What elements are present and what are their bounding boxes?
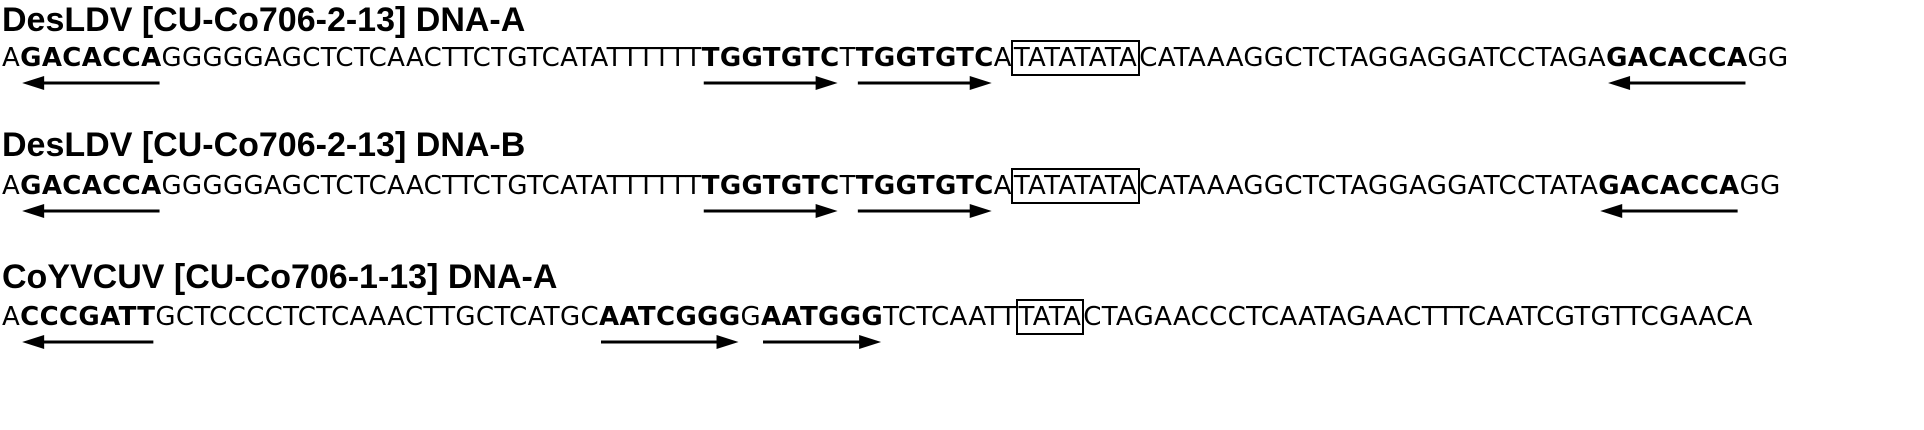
left-arrow-icon <box>22 335 154 349</box>
tata-box: TATA <box>1015 299 1085 335</box>
sequence-segment: A <box>2 171 21 201</box>
right-arrow-icon <box>763 335 882 349</box>
sequence-title-3: CoYVCUV [CU-Co706-1-13] DNA-A <box>2 258 558 296</box>
repeat-motif: AATGGG <box>761 302 884 332</box>
right-arrow-icon <box>703 76 838 90</box>
right-arrow-icon <box>857 204 992 218</box>
sequence-segment: G <box>740 302 762 332</box>
sequence-segment: CTAGAACCCTCAATAGAACTTTCAATCGTGTTCGAACA <box>1083 302 1753 332</box>
sequence-title-1: DesLDV [CU-Co706-2-13] DNA-A <box>2 1 526 39</box>
left-arrow-icon <box>22 76 160 90</box>
repeat-motif: GACACCA <box>20 171 162 201</box>
repeat-motif: TGGTGTC <box>855 171 994 201</box>
repeat-motif: GACACCA <box>1606 43 1748 73</box>
tata-box: TATATATA <box>1010 168 1141 204</box>
tata-box: TATATATA <box>1010 40 1141 76</box>
sequence-segment: GGGGGAGCTCTCAACTTCTGTCATATTTTTT <box>161 43 702 73</box>
sequence-segment: TCTCAATT <box>883 302 1017 332</box>
left-arrow-icon <box>1608 76 1746 90</box>
sequence-segment: GGGGGAGCTCTCAACTTCTGTCATATTTTTT <box>161 171 702 201</box>
sequence-segment: CATAAAGGCTCTAGGAGGATCCTAGA <box>1139 43 1607 73</box>
repeat-motif: TGGTGTC <box>701 171 840 201</box>
sequence-segment: CATAAAGGCTCTAGGAGGATCCTATA <box>1139 171 1599 201</box>
sequence-segment: A <box>2 302 21 332</box>
sequence-segment: T <box>839 171 856 201</box>
left-arrow-icon <box>22 204 160 218</box>
sequence-segment: GG <box>1739 171 1781 201</box>
right-arrow-icon <box>857 76 992 90</box>
right-arrow-icon <box>703 204 838 218</box>
sequence-title-2: DesLDV [CU-Co706-2-13] DNA-B <box>2 126 526 164</box>
left-arrow-icon <box>1600 204 1738 218</box>
repeat-motif: CCCGATT <box>20 302 156 332</box>
repeat-motif: TGGTGTC <box>701 43 840 73</box>
sequence-segment: GG <box>1747 43 1789 73</box>
sequence-segment: GCTCCCCTCTCAAACTTGCTCATGC <box>155 302 599 332</box>
right-arrow-icon <box>601 335 739 349</box>
repeat-motif: AATCGGG <box>599 302 741 332</box>
sequence-segment: A <box>2 43 21 73</box>
repeat-motif: GACACCA <box>1598 171 1740 201</box>
sequence-segment: T <box>839 43 856 73</box>
repeat-motif: GACACCA <box>20 43 162 73</box>
sequence-segment: A <box>993 43 1012 73</box>
repeat-motif: TGGTGTC <box>855 43 994 73</box>
sequence-segment: A <box>993 171 1012 201</box>
